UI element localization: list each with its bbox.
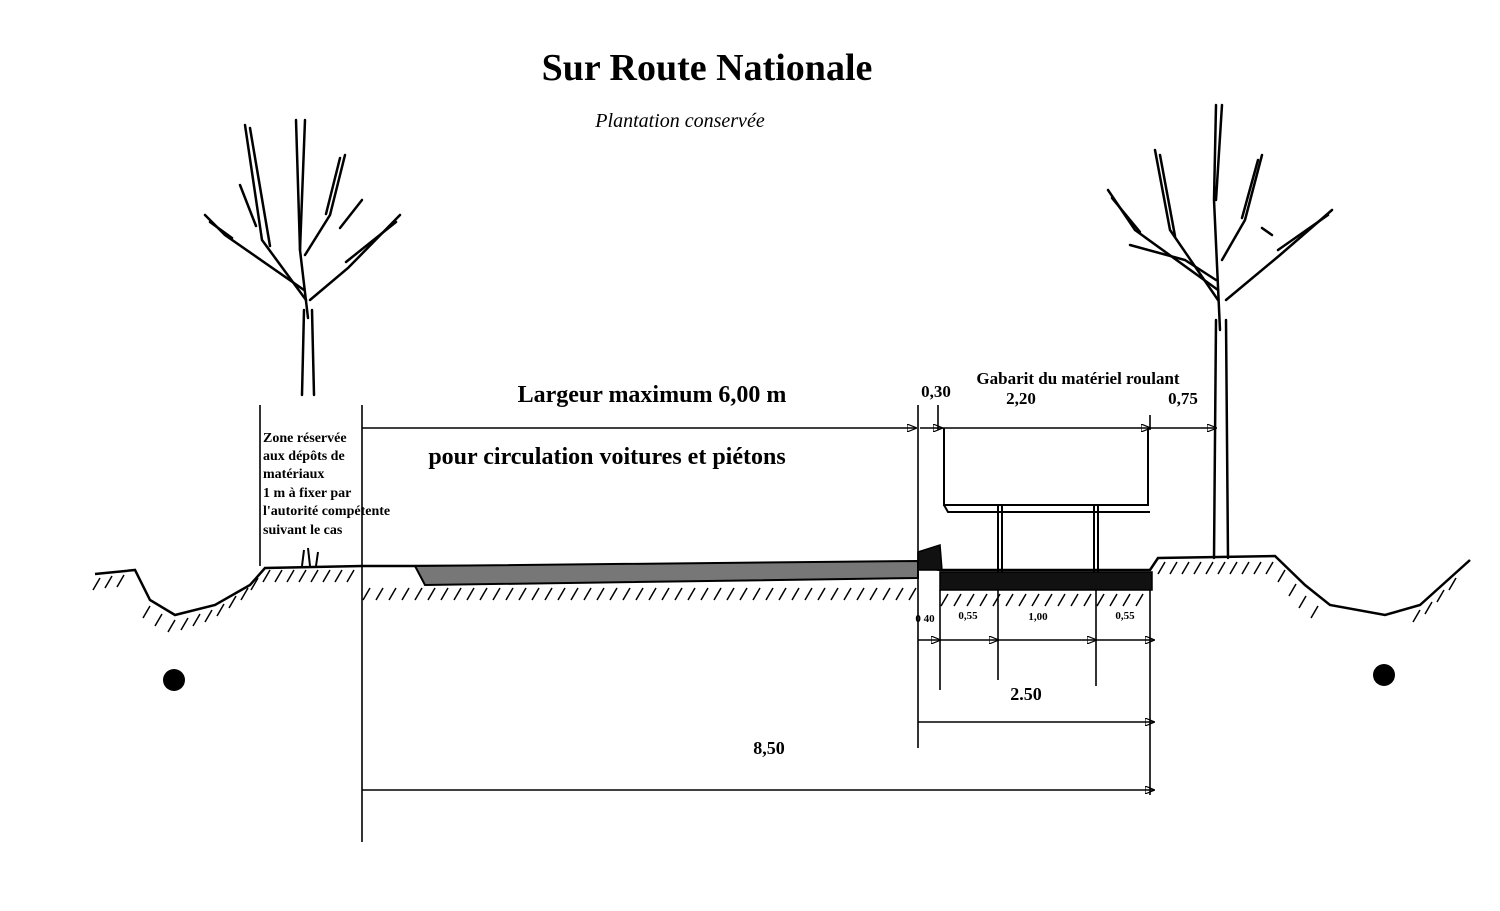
diagram-subtitle: Plantation conservée [594, 110, 765, 132]
ground-hatching [92, 561, 1457, 633]
traffic-label: pour circulation voitures et piétons [428, 444, 785, 470]
zone-line-1: Zone réservée [263, 431, 347, 446]
tree-left-icon [203, 118, 402, 397]
dim-040: 0 40 [915, 613, 935, 625]
zone-line-3: matériaux [263, 467, 324, 482]
max-width-label: Largeur maximum 6,00 m [518, 382, 787, 408]
zone-line-6: suivant le cas [263, 523, 343, 538]
dim-250: 2.50 [1010, 684, 1042, 704]
zone-line-5: l'autorité compétente [263, 504, 390, 519]
deposit-zone-note: Zone réservée aux dépôts de matériaux 1 … [263, 431, 394, 538]
dim-220: 2,20 [1006, 389, 1036, 408]
zone-line-4: 1 m à fixer par [263, 486, 351, 501]
diagram-title: Sur Route Nationale [542, 47, 873, 89]
dim-055-left: 0,55 [958, 610, 978, 622]
gauge-label: Gabarit du matériel roulant [976, 369, 1180, 388]
drain-right-icon [1373, 664, 1395, 686]
dim-850: 8,50 [753, 738, 785, 758]
kerb-block [917, 543, 943, 571]
tree-right-icon [1106, 103, 1334, 560]
track-ballast [939, 571, 1153, 591]
zone-line-2: aux dépôts de [263, 449, 345, 464]
dim-075: 0,75 [1168, 389, 1198, 408]
dim-055-right: 0,55 [1115, 610, 1135, 622]
rolling-stock-gauge [943, 428, 1150, 572]
dimension-arrows [362, 428, 1216, 790]
deposit-zone-plants-icon [301, 547, 319, 567]
dim-100: 1,00 [1028, 611, 1048, 623]
drain-left-icon [163, 669, 185, 691]
dim-030: 0,30 [921, 382, 951, 401]
road-surface [413, 559, 919, 587]
reference-lines [259, 405, 1216, 842]
